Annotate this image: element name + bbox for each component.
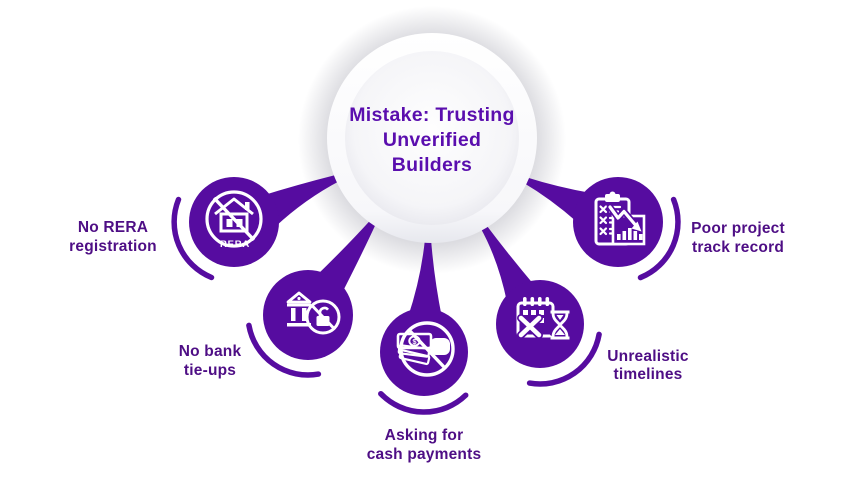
node-arc: [637, 196, 681, 281]
bank-lock-banned-icon: [286, 291, 341, 335]
node-poor-track-record: Poor project track record: [573, 177, 785, 281]
hub-title: Mistake: Trusting Unverified Builders: [349, 104, 514, 176]
svg-text:registration: registration: [69, 238, 157, 255]
node-circle: [189, 177, 279, 267]
node-circle: [496, 280, 584, 368]
connector-cash: [408, 239, 442, 318]
svg-text:No bank: No bank: [179, 343, 242, 360]
node-arc: [246, 322, 322, 378]
hub-title-line-2: Unverified: [383, 129, 481, 151]
node-label: Asking for cash payments: [367, 427, 482, 463]
hourglass-glyph: [546, 310, 574, 340]
node-label: Poor project track record: [691, 220, 785, 256]
hub-title-line-1: Mistake: Trusting: [349, 104, 514, 126]
svg-text:track record: track record: [692, 239, 784, 256]
node-unrealistic-timelines: Unrealistic timelines: [496, 280, 689, 387]
rera-icon-text: RERA: [220, 239, 250, 250]
node-asking-cash-payments: $ Asking for cash payments: [367, 308, 482, 463]
declining-chart: [606, 203, 646, 246]
svg-text:timelines: timelines: [614, 366, 683, 383]
svg-text:Poor project: Poor project: [691, 220, 785, 237]
node-arc: [378, 390, 469, 415]
calendar-x-mark: [517, 314, 543, 339]
hub-title-line-3: Builders: [392, 154, 472, 176]
node-arc: [526, 331, 602, 387]
connector-no-rera: [261, 174, 341, 227]
svg-text:Unrealistic: Unrealistic: [607, 348, 689, 365]
house-rera-banned-icon: RERA: [205, 190, 263, 250]
cash-hand-banned-icon: $: [396, 321, 455, 377]
node-label: No bank tie-ups: [179, 343, 242, 379]
connectors: [261, 174, 591, 318]
connector-track-record: [523, 177, 591, 222]
node-no-bank-tie-ups: No bank tie-ups: [179, 270, 353, 379]
node-label: No RERA registration: [69, 219, 157, 255]
node-label: Unrealistic timelines: [607, 348, 689, 383]
svg-text:No RERA: No RERA: [78, 219, 148, 236]
clipboard-decline-chart-icon: [594, 191, 646, 246]
hub-circle: Mistake: Trusting Unverified Builders: [261, 6, 591, 318]
node-arc: [171, 196, 215, 281]
node-circle: [380, 308, 468, 396]
svg-text:tie-ups: tie-ups: [184, 362, 236, 379]
dollar-icon-text: $: [412, 337, 417, 346]
node-no-rera-registration: RERA No RERA registration: [69, 177, 279, 281]
calendar-x-hourglass-icon: [516, 297, 574, 340]
svg-text:cash payments: cash payments: [367, 446, 482, 463]
connector-timelines: [480, 224, 535, 302]
hub-inner-disc: [345, 51, 519, 225]
svg-text:Asking for: Asking for: [385, 427, 464, 444]
